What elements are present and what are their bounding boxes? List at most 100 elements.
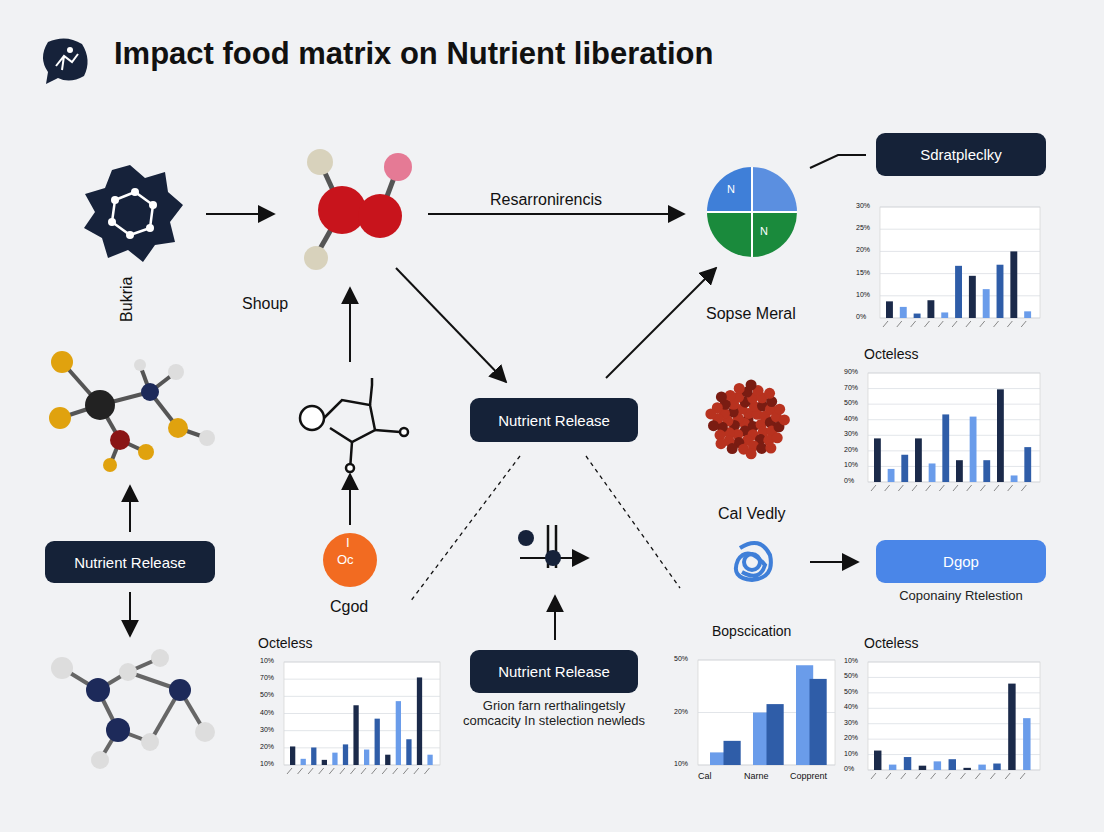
line-shape — [880, 207, 1040, 208]
reaction-symbol — [518, 525, 588, 568]
text-label: Narne — [744, 771, 769, 781]
bar — [874, 438, 881, 482]
bar — [934, 761, 941, 770]
circle-shape — [774, 404, 785, 415]
text-label: 10% — [260, 657, 274, 665]
bar — [914, 314, 921, 318]
text-label: 30% — [260, 726, 274, 734]
bar — [983, 289, 990, 318]
line-shape — [868, 388, 1040, 389]
text-label: 70% — [260, 674, 274, 682]
bar — [1011, 475, 1018, 482]
bar — [904, 757, 911, 770]
pie-chart — [707, 167, 797, 257]
tick-mark — [403, 768, 408, 774]
arrow — [130, 155, 866, 640]
text-label: Shoup — [242, 295, 288, 313]
tick-mark — [926, 485, 931, 491]
text-label: 50% — [844, 672, 858, 680]
text-label: 50% — [844, 688, 858, 696]
bar — [915, 438, 922, 482]
text-label: 90% — [844, 368, 858, 376]
circle-shape — [746, 448, 757, 459]
line-shape — [284, 662, 440, 663]
bar — [322, 760, 327, 765]
bar — [396, 701, 401, 765]
text-label: Sopse Meral — [706, 305, 796, 323]
bar — [978, 765, 985, 770]
tick-mark — [952, 321, 957, 327]
text-label: Octeless — [864, 635, 918, 651]
text-label: 50% — [260, 691, 274, 699]
text-label: Oc — [337, 553, 354, 568]
tick-mark — [1021, 321, 1026, 327]
tick-mark — [967, 485, 972, 491]
text-label: 10% — [844, 657, 858, 665]
tick-mark — [329, 768, 334, 774]
tick-mark — [975, 773, 980, 779]
rect-shape — [868, 373, 1040, 482]
bar — [956, 460, 963, 482]
line-shape — [284, 679, 440, 680]
tick-mark — [980, 485, 985, 491]
logo-icon — [43, 38, 88, 84]
bar — [942, 414, 949, 482]
line-shape — [284, 696, 440, 697]
bar — [955, 266, 962, 318]
text-label: 10% — [856, 291, 870, 299]
bar — [1024, 311, 1031, 318]
tick-mark — [953, 485, 958, 491]
bar — [993, 764, 1000, 770]
text-label: Cal — [698, 771, 712, 781]
process-box: Nutrient ReleaseGrion farn rerthalingets… — [470, 650, 638, 693]
tick-mark — [382, 768, 387, 774]
tick-mark — [1020, 773, 1025, 779]
structure-icon — [300, 378, 408, 472]
tick-mark — [883, 321, 888, 327]
text-label: N — [727, 183, 735, 196]
box-caption: Grion farn rerthalingetsly comcacity In … — [459, 699, 649, 729]
text-label: Resarronirencis — [490, 191, 602, 209]
bar — [427, 755, 432, 765]
text-label: 30% — [844, 719, 858, 727]
text-label: 20% — [856, 246, 870, 254]
diagram-title: Impact food matrix on Nutrient liberatio… — [114, 36, 713, 72]
text-label: 20% — [260, 743, 274, 751]
text-label: Bukria — [118, 277, 136, 322]
circle-shape — [764, 388, 775, 399]
bar — [332, 753, 337, 765]
tick-mark — [308, 768, 313, 774]
tick-mark — [340, 768, 345, 774]
tick-mark — [912, 485, 917, 491]
text-label: 0% — [844, 765, 854, 773]
tick-mark — [960, 773, 965, 779]
bar — [929, 463, 936, 482]
text-label: 10% — [844, 750, 858, 758]
line-shape — [284, 730, 440, 731]
text-label: I — [346, 536, 350, 551]
bar — [375, 719, 380, 765]
line-shape — [284, 747, 440, 748]
orange-icon — [323, 533, 377, 587]
tick-mark — [871, 485, 876, 491]
text-label: 40% — [844, 703, 858, 711]
bar-charts — [284, 207, 1040, 779]
line-shape — [698, 660, 835, 661]
process-box: Nutrient Release — [470, 398, 638, 442]
bar — [1010, 251, 1017, 318]
tick-mark — [924, 321, 929, 327]
text-label: Octeless — [864, 346, 918, 362]
circle-shape — [716, 438, 727, 449]
bar — [963, 768, 970, 770]
bar — [969, 276, 976, 318]
tick-mark — [994, 485, 999, 491]
circle-shape — [772, 432, 783, 443]
tick-mark — [885, 485, 890, 491]
text-label: Copprent — [790, 771, 827, 781]
bar — [290, 746, 295, 765]
line-shape — [868, 435, 1040, 436]
tick-mark — [916, 773, 921, 779]
bar — [997, 265, 1004, 318]
line-shape — [868, 404, 1040, 405]
gear-icon — [84, 165, 183, 262]
